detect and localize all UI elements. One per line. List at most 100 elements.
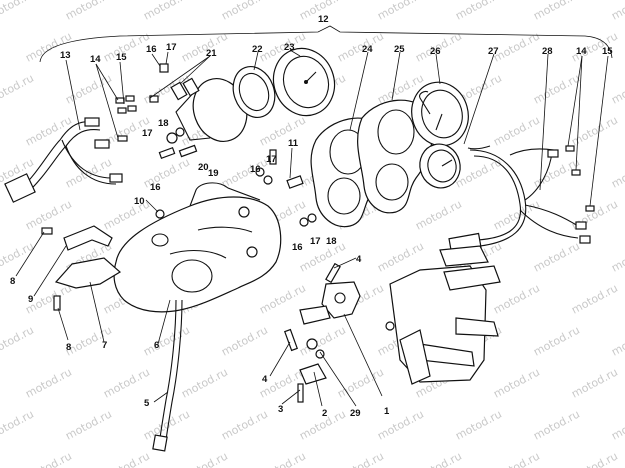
- watermark-text: motod.ru: [531, 407, 582, 442]
- callout-label: 23: [284, 42, 295, 53]
- watermark-text: motod.ru: [531, 323, 582, 358]
- callout-label: 4: [356, 254, 362, 265]
- callout-label: 7: [102, 340, 107, 351]
- watermark-text: motod.ru: [219, 323, 270, 358]
- watermark-text: motod.ru: [531, 239, 582, 274]
- watermark-text: motod.ru: [335, 449, 386, 468]
- callout-label: 14: [576, 46, 587, 57]
- callout-label: 26: [430, 46, 441, 57]
- watermark-text: motod.ru: [569, 281, 620, 316]
- watermark-text: motod.ru: [101, 365, 152, 400]
- watermark-text: motod.ru: [335, 365, 386, 400]
- watermark-text: motod.ru: [335, 29, 386, 64]
- watermark-text: motod.ru: [23, 449, 74, 468]
- leader-lines: [15, 49, 609, 407]
- watermark-text: motod.ru: [413, 449, 464, 468]
- callout-label: 11: [288, 138, 299, 149]
- callout-label: 19: [208, 168, 219, 179]
- callout-label: 14: [90, 54, 101, 65]
- callout-label: 16: [292, 242, 303, 253]
- watermark-text: motod.ru: [63, 407, 114, 442]
- frame-tubes: [385, 245, 501, 385]
- callout-label: 20: [198, 162, 209, 173]
- callout-label: 4: [262, 374, 268, 385]
- callout-label: 16: [146, 44, 157, 55]
- watermark-text: motod.ru: [141, 71, 192, 106]
- watermark-text: motod.ru: [453, 407, 504, 442]
- watermark-text: motod.ru: [101, 29, 152, 64]
- watermark-text: motod.ru: [0, 323, 36, 358]
- tachometer-assembly: [175, 47, 336, 142]
- speedometer-gauges: [411, 81, 469, 189]
- watermark-text: motod.ru: [569, 113, 620, 148]
- callout-label: 24: [362, 44, 373, 55]
- callout-label: 5: [144, 398, 150, 409]
- callout-label: 17: [142, 128, 153, 139]
- watermark-text: motod.ru: [219, 407, 270, 442]
- watermark-text: motod.ru: [491, 197, 542, 232]
- watermark-text: motod.ru: [63, 71, 114, 106]
- watermark-text: motod.ru: [219, 0, 270, 23]
- instrument-panel: [310, 99, 434, 228]
- callout-label: 29: [350, 408, 361, 419]
- callout-label: 27: [488, 46, 499, 57]
- watermark-text: motod.ru: [491, 113, 542, 148]
- watermark-text: motod.ru: [491, 449, 542, 468]
- watermark-text: motod.ru: [609, 0, 625, 23]
- watermark-text: motod.ru: [63, 0, 114, 23]
- callout-label: 10: [134, 196, 145, 207]
- watermark-text: motod.ru: [375, 407, 426, 442]
- watermark-text: motod.ru: [0, 71, 36, 106]
- watermark-text: motod.ru: [141, 155, 192, 190]
- callout-label: 18: [158, 118, 169, 129]
- callout-label: 8: [10, 276, 15, 287]
- watermark-text: motod.ru: [23, 197, 74, 232]
- callout-label: 28: [542, 46, 553, 57]
- mount-brackets: [41, 225, 122, 311]
- lower-mount-parts: [283, 262, 361, 403]
- watermark-text: motod.ru: [609, 71, 625, 106]
- fairing-bracket: [113, 182, 282, 313]
- watermark-text: motod.ru: [531, 0, 582, 23]
- watermark-text: motod.ru: [375, 0, 426, 23]
- callout-label: 2: [322, 408, 327, 419]
- watermark-text: motod.ru: [531, 71, 582, 106]
- watermark-text: motod.ru: [179, 365, 230, 400]
- watermark-text: motod.ru: [491, 365, 542, 400]
- assembly-bracket: [39, 25, 613, 63]
- watermark-text: motod.ru: [257, 449, 308, 468]
- watermark-text: motod.ru: [0, 0, 36, 23]
- callout-labels: 1 2 3 4 4 5 6 7 8 8 9 10 11 12 13 14 14 …: [10, 14, 613, 419]
- bulb-holders: [149, 63, 200, 103]
- callout-label: 15: [116, 52, 127, 63]
- watermark-text: motod.ru: [0, 239, 36, 274]
- callout-label: 9: [28, 294, 33, 305]
- callout-label: 6: [154, 340, 159, 351]
- callout-label: 1: [384, 406, 390, 417]
- watermark-text: motod.ru: [609, 407, 625, 442]
- callout-label: 25: [394, 44, 405, 55]
- watermark-text: motod.ru: [0, 407, 36, 442]
- callout-label: 15: [602, 46, 613, 57]
- watermark-text: motod.ru: [609, 323, 625, 358]
- watermark-text: motod.ru: [141, 0, 192, 23]
- watermark-text: motod.ru: [101, 449, 152, 468]
- callout-label: 18: [326, 236, 337, 247]
- fasteners-upper: [155, 127, 317, 227]
- callout-label: 17: [310, 236, 321, 247]
- callout-label: 8: [66, 342, 71, 353]
- callout-label: 16: [250, 164, 261, 175]
- watermark-text: motod.ru: [375, 239, 426, 274]
- callout-label: 3: [278, 404, 283, 415]
- callout-label: 22: [252, 44, 263, 55]
- watermark-text: motod.ru: [609, 239, 625, 274]
- watermark-text: motod.ru: [257, 113, 308, 148]
- wiring-harness-left: [4, 117, 123, 203]
- callout-label: 17: [166, 42, 177, 53]
- callout-label: 12: [318, 14, 329, 25]
- watermark-text: motod.ru: [491, 281, 542, 316]
- watermark-text: motod.ru: [453, 0, 504, 23]
- callout-label: 16: [150, 182, 161, 193]
- watermark-text: motod.ru: [453, 155, 504, 190]
